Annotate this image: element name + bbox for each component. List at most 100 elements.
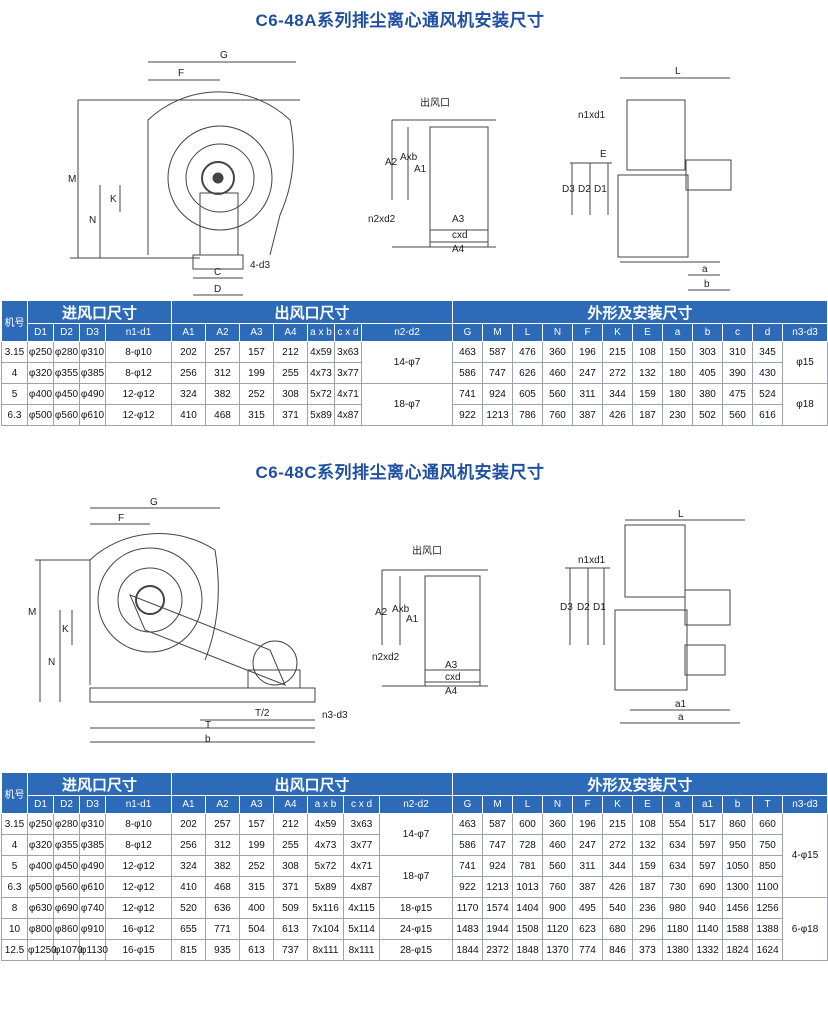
cell: 560	[722, 404, 754, 426]
cell: 387	[572, 404, 604, 426]
cell-merged: φ18	[782, 383, 828, 426]
cell: 750	[752, 834, 784, 856]
cell: 310	[722, 341, 754, 363]
label-D3-a: D3	[562, 184, 575, 195]
label-N-c: N	[48, 657, 55, 668]
col-header: D2	[53, 795, 80, 814]
cell: 634	[662, 855, 694, 877]
col-header: A2	[205, 323, 241, 342]
cell: 1050	[722, 855, 754, 877]
cell: 1848	[512, 939, 544, 961]
cell: 410	[171, 404, 207, 426]
cell: 212	[273, 813, 309, 835]
col-header: n1-d1	[104, 323, 173, 342]
label-A4-c: A4	[445, 686, 458, 697]
cell: 12-φ12	[104, 855, 173, 877]
cell: φ500	[27, 404, 54, 426]
cell: 16-φ15	[104, 939, 173, 961]
cell: 430	[752, 362, 784, 384]
cell: 4x73	[307, 362, 336, 384]
col-jihao: 机号	[1, 772, 28, 814]
spec-table-a: 机号 进风口尺寸 出风口尺寸 外形及安装尺寸 D1 D2 D3 n1-d1 A1…	[1, 300, 828, 426]
col-header: N	[542, 323, 574, 342]
cell: 587	[482, 341, 514, 363]
cell: 159	[632, 383, 664, 405]
cell: 1213	[482, 876, 514, 898]
cell: φ320	[27, 834, 54, 856]
cell: φ500	[27, 876, 54, 898]
cell-no: 4	[1, 834, 28, 856]
group-install: 外形及安装尺寸	[452, 300, 828, 324]
section-a-drawings: G F M N K C D 4-d3 出风口 A2 Axb A1 n2xd2 A…	[68, 50, 732, 296]
outlet-label-a: 出风口	[420, 96, 450, 109]
cell: 504	[239, 918, 275, 940]
col-header: n3-d3	[782, 323, 828, 342]
spec-table-c: 机号 进风口尺寸 出风口尺寸 外形及安装尺寸 D1 D2 D3 n1-d1 A1…	[1, 772, 828, 961]
cell: 524	[752, 383, 784, 405]
col-header: M	[482, 323, 514, 342]
cell: 12-φ12	[104, 897, 173, 919]
cell: 680	[602, 918, 634, 940]
cell: 215	[602, 341, 634, 363]
label-F-a: F	[178, 68, 184, 79]
cell: 728	[512, 834, 544, 856]
cell: 187	[632, 404, 664, 426]
cell: φ490	[79, 855, 106, 877]
label-M-c: M	[28, 607, 36, 618]
label-n1xd1-c: n1xd1	[578, 555, 606, 566]
cell: 1624	[752, 939, 784, 961]
cell: 312	[205, 362, 241, 384]
col-header: A2	[205, 795, 241, 814]
cell: 502	[692, 404, 724, 426]
cell: 1588	[722, 918, 754, 940]
cell-merged: 6-φ18	[782, 897, 828, 961]
col-header: b	[722, 795, 754, 814]
cell: 308	[273, 855, 309, 877]
cell: 1824	[722, 939, 754, 961]
col-header: D1	[27, 323, 54, 342]
cell: 257	[205, 341, 241, 363]
label-K-c: K	[62, 624, 69, 635]
cell: 587	[482, 813, 514, 835]
cell: 8-φ12	[104, 362, 173, 384]
cell: 554	[662, 813, 694, 835]
col-header: L	[512, 323, 544, 342]
cell: 940	[692, 897, 724, 919]
cell: 8x111	[343, 939, 381, 961]
col-header: D3	[79, 323, 106, 342]
col-header: n2-d2	[361, 323, 454, 342]
cell: 345	[752, 341, 784, 363]
label-a1-c: a1	[675, 699, 687, 710]
group-outlet: 出风口尺寸	[171, 772, 454, 796]
cell: φ450	[53, 855, 80, 877]
col-header: F	[572, 323, 604, 342]
cell: 597	[692, 855, 724, 877]
cell: 3x63	[334, 341, 363, 363]
cell: 1388	[752, 918, 784, 940]
cell: 605	[512, 383, 544, 405]
cell: 774	[572, 939, 604, 961]
label-n2xd2-a: n2xd2	[368, 214, 396, 225]
col-header: n3-d3	[782, 795, 828, 814]
table-row: 8 φ630 φ690 φ740 12-φ12 520 636 400 509 …	[1, 897, 828, 961]
label-A2-a: A2	[385, 157, 398, 168]
cell: 924	[482, 383, 514, 405]
cell: φ250	[27, 813, 54, 835]
label-D1-a: D1	[594, 184, 607, 195]
cell: 613	[273, 918, 309, 940]
col-header: M	[482, 795, 514, 814]
cell: 4x59	[307, 813, 345, 835]
cell: 187	[632, 876, 664, 898]
cell: φ355	[53, 362, 80, 384]
label-F-c: F	[118, 513, 124, 524]
cell: 600	[512, 813, 544, 835]
label-D2-a: D2	[578, 184, 591, 195]
col-header: A3	[239, 795, 275, 814]
cell: 5x114	[343, 918, 381, 940]
cell: 737	[273, 939, 309, 961]
col-header: a	[662, 323, 694, 342]
section-c-title: C6-48C系列排尘离心通风机安装尺寸	[255, 463, 545, 482]
cell-no: 3.15	[1, 813, 28, 835]
label-M-a: M	[68, 174, 76, 185]
col-header: L	[512, 795, 544, 814]
